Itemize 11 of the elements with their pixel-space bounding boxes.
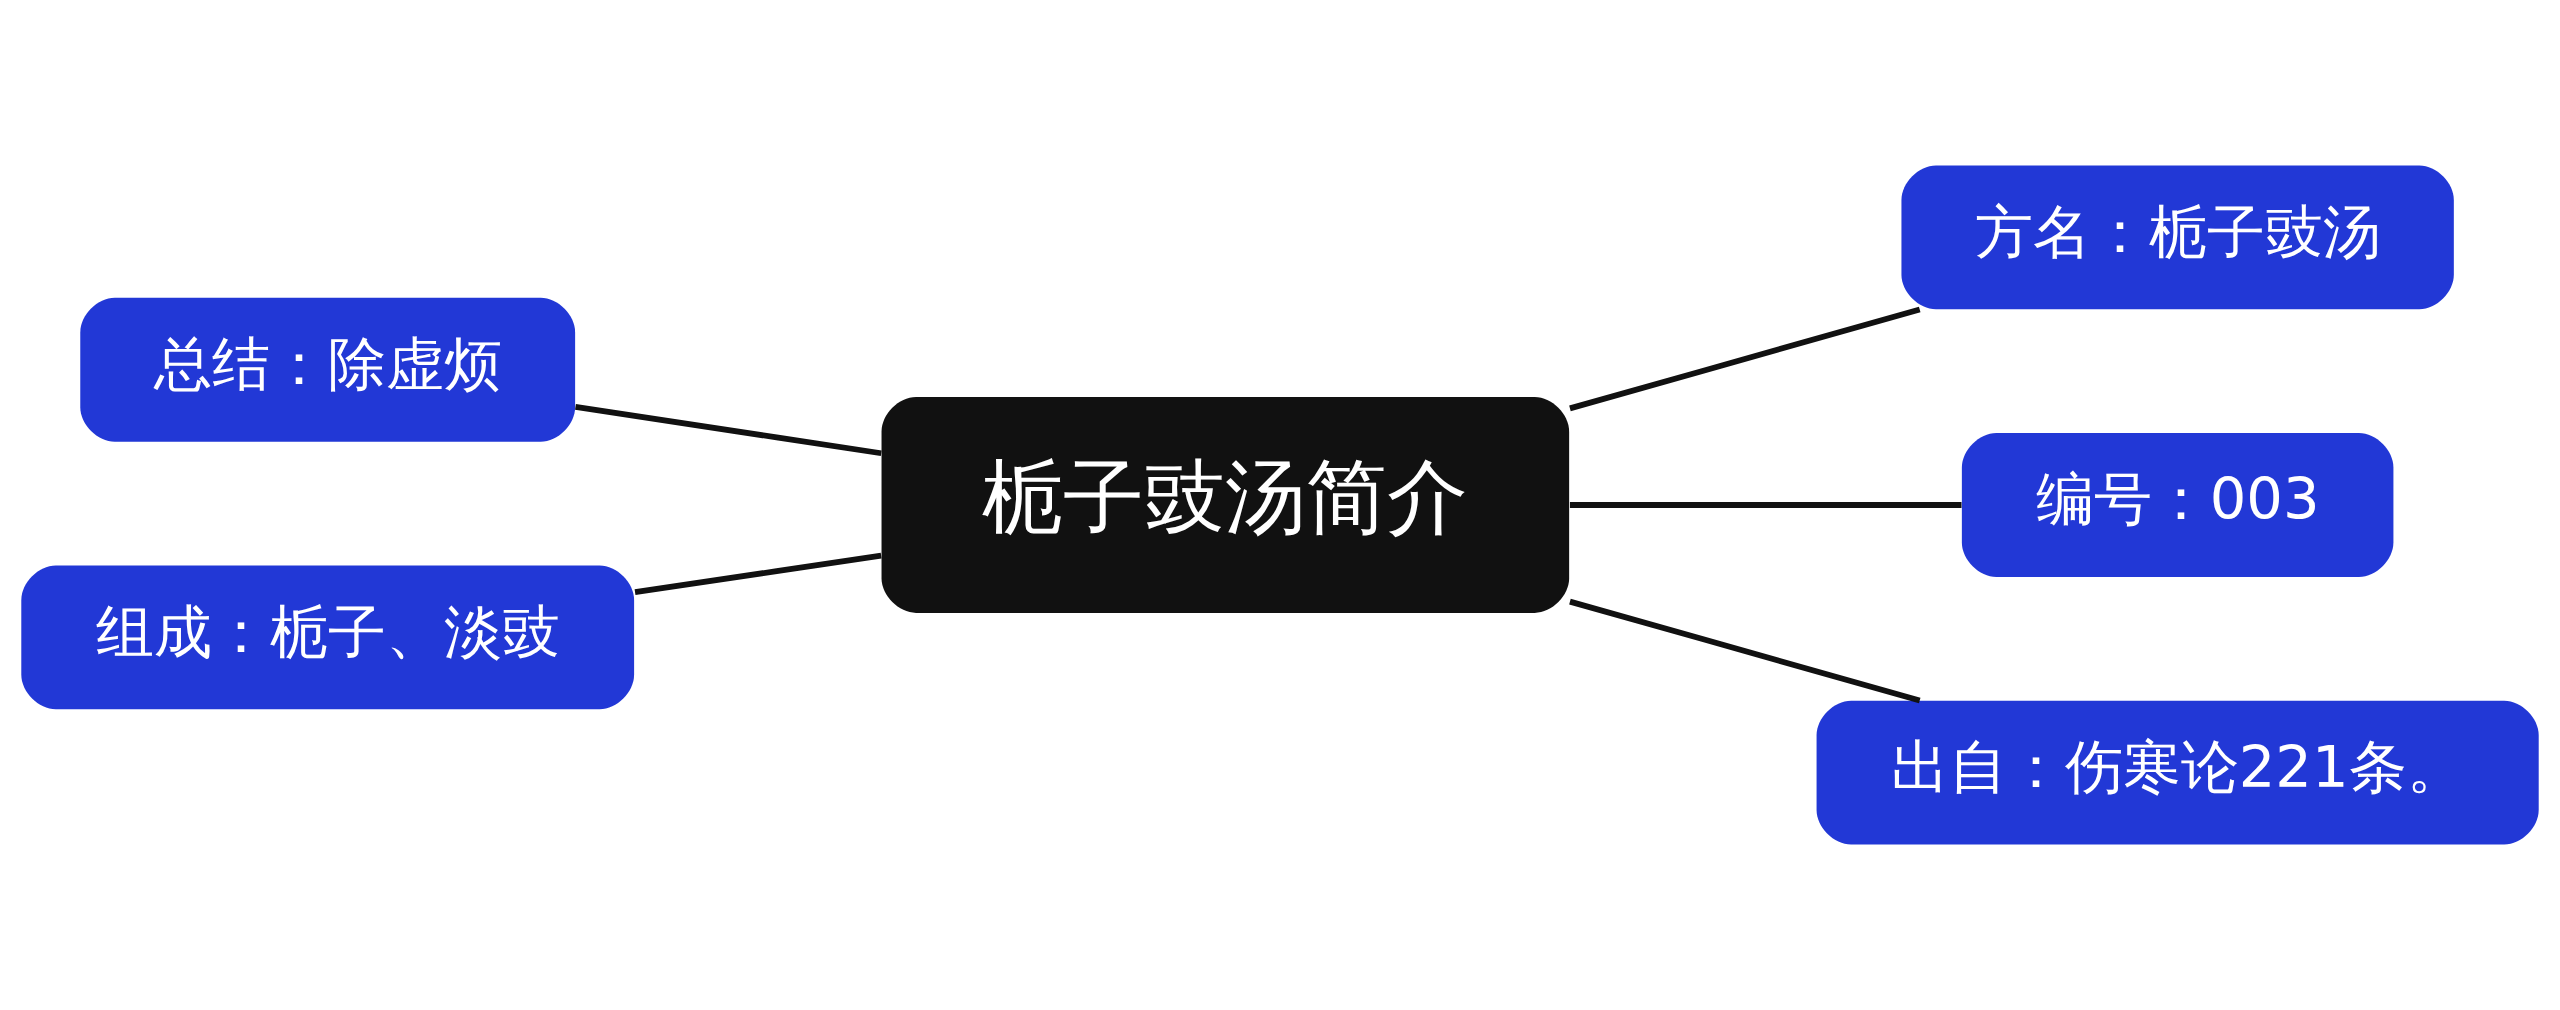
connector — [634, 552, 882, 595]
node-box: 栀子豉汤简介 — [881, 397, 1570, 613]
node-box: 组成：栀子、淡豉 — [21, 565, 635, 710]
connector — [1569, 502, 1962, 508]
connector — [1569, 598, 1921, 704]
node-box: 总结：除虚烦 — [80, 297, 576, 442]
node-box: 方名：栀子豉汤 — [1901, 165, 2454, 310]
connector — [575, 404, 882, 457]
connector — [1569, 306, 1921, 412]
node-box: 出自：伤寒论221条。 — [1816, 700, 2539, 845]
node-box: 编号：003 — [1961, 433, 2394, 577]
